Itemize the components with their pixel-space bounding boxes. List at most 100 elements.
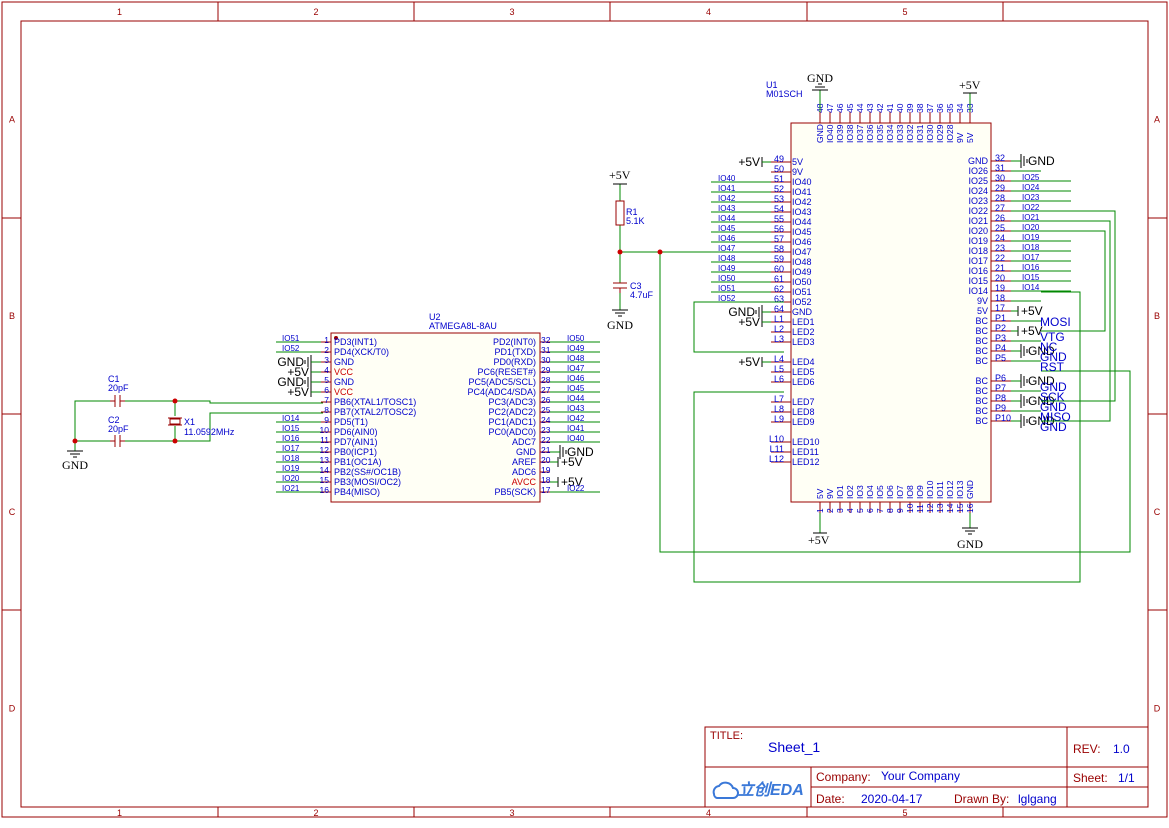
u1-pin-number: 60 — [774, 264, 784, 274]
frame-col-label-bottom: 4 — [706, 808, 711, 818]
u2-net-label: IO42 — [567, 414, 585, 423]
u1-net-label: IO42 — [718, 194, 736, 203]
u1-pin-number: 53 — [774, 194, 784, 204]
u1-pin-name: IO43 — [792, 207, 812, 217]
u1-pin-number: L2 — [774, 324, 784, 334]
u1-pin-number: 25 — [995, 223, 1005, 233]
u1-pin-name: IO44 — [792, 217, 812, 227]
lceda-logo: 立创EDA — [712, 781, 804, 799]
isp-label: GND — [1040, 350, 1067, 364]
u1-pin-number: 52 — [774, 184, 784, 194]
frame-col-label-bottom: 2 — [313, 808, 318, 818]
u1-pin-name: IO46 — [792, 237, 812, 247]
u1-pin-name: IO24 — [968, 186, 988, 196]
u1-pin-name: LED4 — [792, 357, 815, 367]
u2-pin-name: GND — [334, 377, 355, 387]
r1-ref: R1 — [626, 207, 638, 217]
u2-pin-number: 7 — [324, 395, 329, 405]
u2-pin-name: PC2(ADC2) — [488, 407, 536, 417]
u1-top-pin-name: GND — [815, 124, 825, 143]
u1-pin-name: GND — [792, 307, 813, 317]
c2-value: 20pF — [108, 424, 129, 434]
u1-pin-number: 61 — [774, 274, 784, 284]
frame-row-label-right: B — [1154, 311, 1160, 321]
u1-top-pin-number: 40 — [895, 103, 905, 113]
u1-bottom-pin-name: IO5 — [875, 485, 885, 499]
plus5-label: +5V — [738, 315, 760, 329]
u2-pin-number: 10 — [320, 425, 330, 435]
u1-pin-number: P5 — [995, 353, 1006, 363]
logo-text: 立创EDA — [738, 781, 804, 799]
u1-pin-name: IO23 — [968, 196, 988, 206]
u1-pin-name: BC — [975, 376, 988, 386]
u1-top-pin-name: IO28 — [945, 124, 955, 143]
u2-net-label: IO49 — [567, 344, 585, 353]
u1-bottom-pin-number: 13 — [935, 503, 945, 513]
u1-bottom-pin-number: 12 — [925, 503, 935, 513]
u2-net-label: IO17 — [282, 444, 300, 453]
u1-pin-number: 58 — [774, 244, 784, 254]
u1-net-label: IO48 — [718, 254, 736, 263]
u1-top-pin-name: IO33 — [895, 124, 905, 143]
u1-pin-name: LED5 — [792, 367, 815, 377]
gnd-label: GND — [1028, 154, 1055, 168]
u1-pin-name: IO42 — [792, 197, 812, 207]
u1-pin-number: L9 — [774, 414, 784, 424]
plus5-label: +5V — [1021, 304, 1043, 318]
u2-pin-name: PB1(OC1A) — [334, 457, 382, 467]
gnd-label-c3: GND — [607, 318, 633, 332]
u2-pin-number: 17 — [541, 485, 551, 495]
u2-pin-name: PC6(RESET#) — [477, 367, 536, 377]
u1-net-label: IO19 — [1022, 233, 1040, 242]
frame-col-label-top: 4 — [706, 7, 711, 17]
u1-part: M01SCH — [766, 89, 803, 99]
u2-part: ATMEGA8L-8AU — [429, 321, 497, 331]
u2-pin-number: 15 — [320, 475, 330, 485]
gnd-label: GND — [567, 445, 594, 459]
u1-pin-number: P6 — [995, 373, 1006, 383]
u2-net-label: IO48 — [567, 354, 585, 363]
u1-pin-name: IO51 — [792, 287, 812, 297]
u1-pin-name: BC — [975, 316, 988, 326]
gnd-label-crystal: GND — [62, 458, 88, 472]
x1-value: 11.0592MHz — [184, 427, 235, 437]
frame-col-label-top: 2 — [313, 7, 318, 17]
u2-pin-number: 18 — [541, 475, 551, 485]
u1-pin-number: 17 — [995, 303, 1005, 313]
u2-pin-name: PD5(T1) — [334, 417, 368, 427]
crystal-junctions — [72, 398, 178, 444]
u2-pin-name: PD7(AIN1) — [334, 437, 378, 447]
u1-top-pin-name: 9V — [955, 132, 965, 143]
u1-pin-number: 32 — [995, 153, 1005, 163]
u2-net-label: IO47 — [567, 364, 585, 373]
u2-pin-number: 5 — [324, 375, 329, 385]
u1-bottom-pin-name: IO9 — [915, 485, 925, 499]
u1-bottom-pin-name: IO11 — [935, 481, 945, 499]
u2-ref: U2 — [429, 312, 441, 322]
u1-pin-name: IO17 — [968, 256, 988, 266]
u1-pin-name: IO45 — [792, 227, 812, 237]
u1-pin-name: LED9 — [792, 417, 815, 427]
u1-net-label: IO17 — [1022, 253, 1040, 262]
u1-bottom-pin-number: 5 — [855, 508, 865, 513]
u1-ref: U1 — [766, 80, 778, 90]
u1-bottom-pin-number: 8 — [885, 508, 895, 513]
frame-col-label-top: 5 — [902, 7, 907, 17]
u2-pin-name: PB6(XTAL1/TOSC1) — [334, 397, 416, 407]
u1-pin-number: P3 — [995, 333, 1006, 343]
u1-bottom-pin-number: 10 — [905, 503, 915, 513]
u1-pin-name: LED10 — [792, 437, 820, 447]
u2-pin-number: 30 — [541, 355, 551, 365]
frame-row-label-right: D — [1154, 704, 1161, 714]
u1-top-pin-number: 47 — [825, 103, 835, 113]
isp-label: GND — [1040, 400, 1067, 414]
u1-pin-number: 30 — [995, 173, 1005, 183]
u1-pin-name: 5V — [977, 306, 988, 316]
plus5-label: +5V — [287, 365, 309, 379]
gnd-label: GND — [1028, 374, 1055, 388]
u1-pin-name: IO15 — [968, 276, 988, 286]
u1-pin-name: IO14 — [968, 286, 988, 296]
u2-pin-number: 9 — [324, 415, 329, 425]
u2-pin-name: GND — [334, 357, 355, 367]
